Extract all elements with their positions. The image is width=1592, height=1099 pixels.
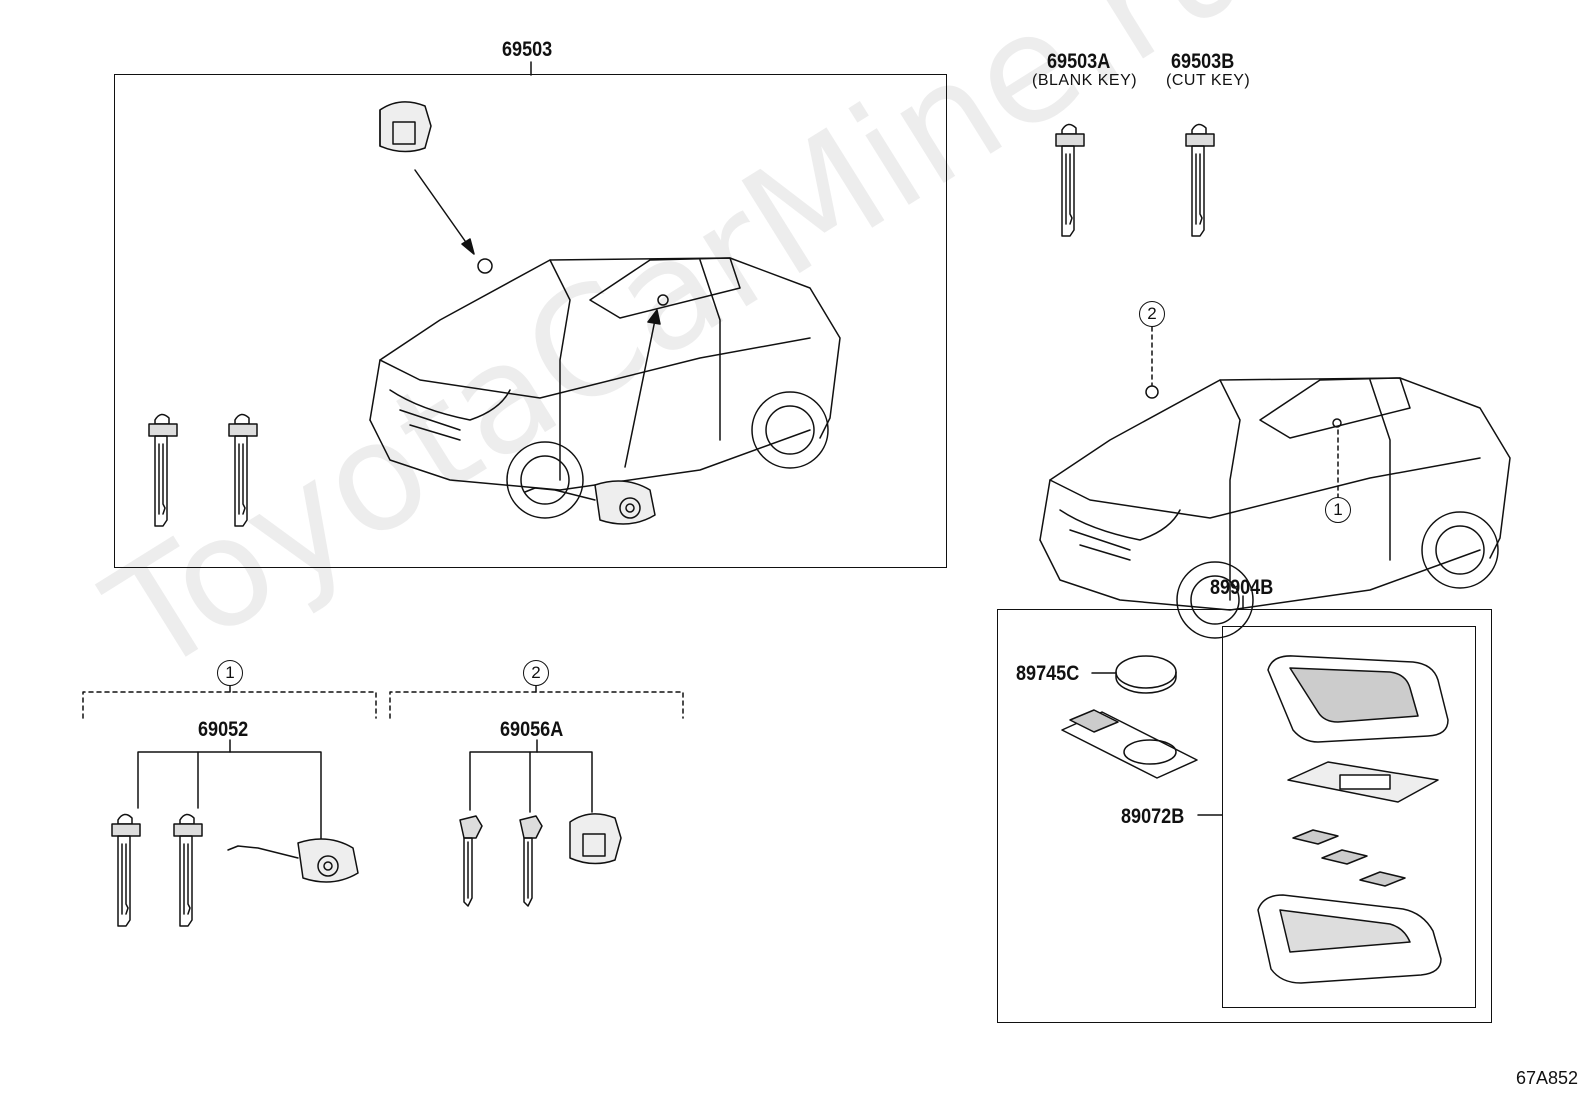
label-89745c: 89745C (1016, 662, 1080, 685)
label-69052: 69052 (198, 718, 249, 741)
label-69503b: 69503B (1171, 50, 1235, 73)
callout-2-group: 2 (523, 660, 549, 686)
label-69503a: 69503A (1047, 50, 1111, 73)
label-69503: 69503 (502, 38, 553, 61)
label-89904b: 89904B (1210, 576, 1274, 599)
drawing-reference: 67A852 (1515, 1068, 1578, 1088)
remote-89904b-frame (997, 609, 1492, 1023)
callout-1-group: 1 (217, 660, 243, 686)
label-blank-key-desc: (BLANK KEY) (1032, 72, 1138, 89)
label-69056a: 69056A (500, 718, 564, 741)
callout-1-car: 1 (1325, 497, 1351, 523)
callout-2-car: 2 (1139, 301, 1165, 327)
label-89072b: 89072B (1121, 805, 1185, 828)
remote-case-inner-frame (1222, 626, 1476, 1008)
label-cut-key-desc: (CUT KEY) (1166, 72, 1251, 89)
